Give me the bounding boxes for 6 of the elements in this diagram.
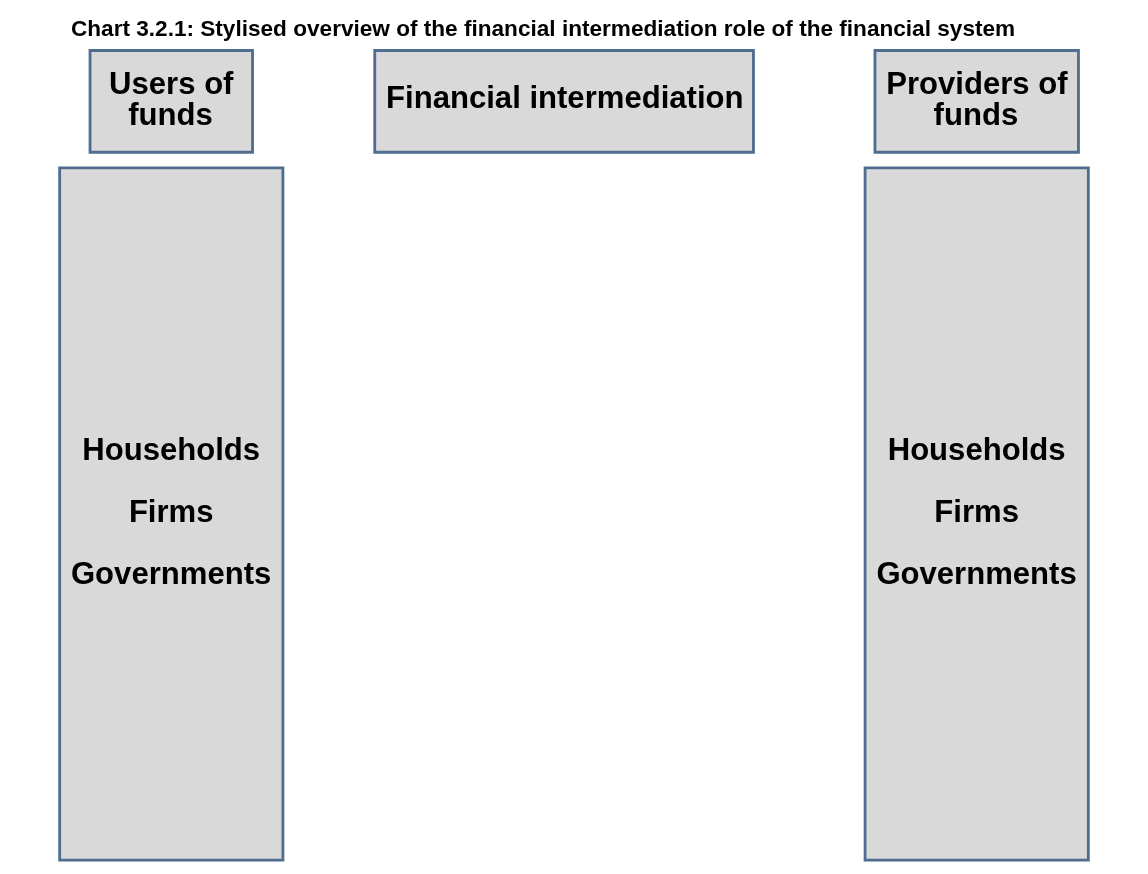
node-box: Providers of funds (873, 49, 1080, 154)
node-box: Users of funds (88, 49, 254, 154)
node-box: Households Firms Governments (863, 166, 1090, 862)
node-box: Financial intermediation (373, 49, 755, 154)
diagram-title: Chart 3.2.1: Stylised overview of the financial intermediation role of the financial system (70, 16, 1016, 42)
node-box: Households Firms Governments (58, 166, 285, 862)
